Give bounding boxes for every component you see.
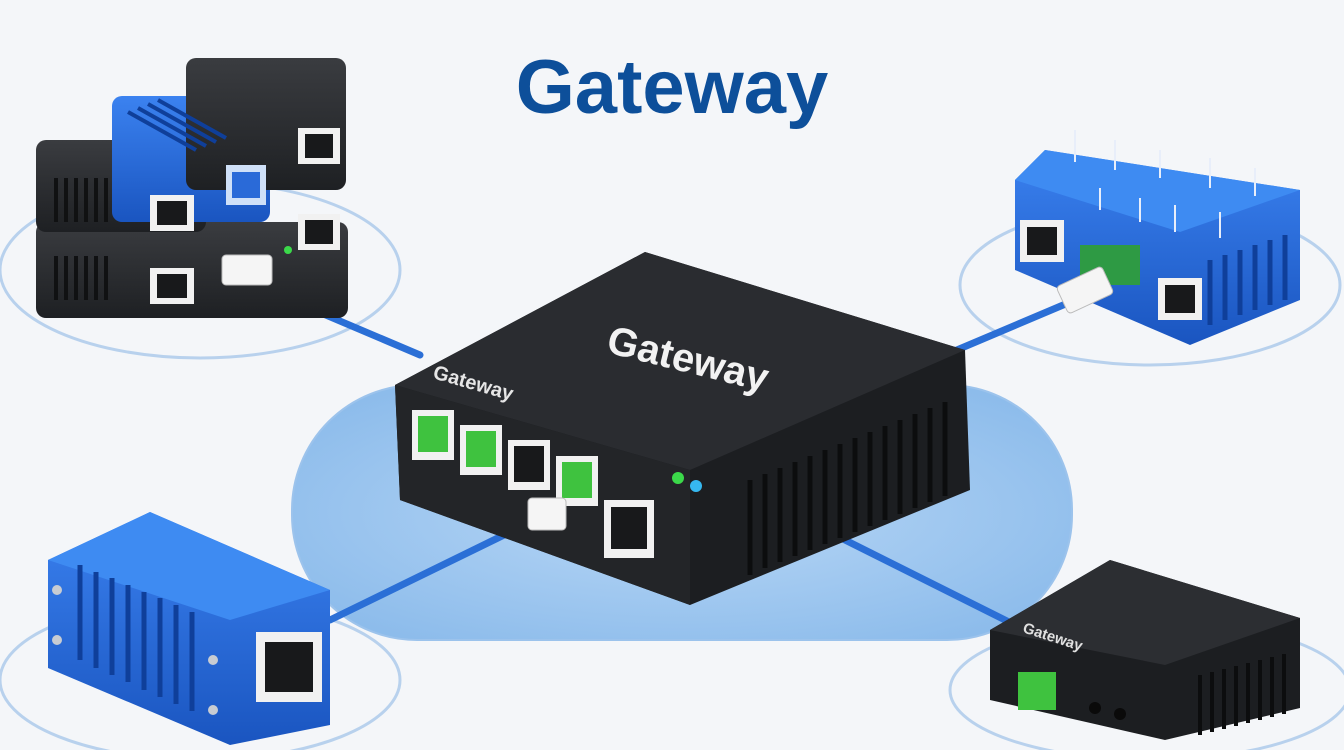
screw	[208, 705, 218, 715]
page-title: Gateway	[515, 45, 829, 130]
status-led	[284, 246, 292, 254]
top-right-blue-device	[1015, 130, 1300, 345]
bottom-right-small-gateway: Gateway	[990, 560, 1300, 740]
cable-top-right	[941, 296, 1079, 359]
cable-bottom-right	[831, 531, 1029, 634]
cable-connector	[527, 497, 567, 531]
bottom-left-blue-device	[48, 512, 330, 745]
hub-ports	[412, 410, 654, 558]
top-left-device-stack	[36, 58, 348, 318]
status-led-blue	[690, 480, 702, 492]
cable-connector	[221, 254, 273, 286]
status-led-green	[672, 472, 684, 484]
central-gateway-hub: Gateway Gateway	[395, 252, 970, 605]
port-hole	[1114, 708, 1126, 720]
screw	[52, 585, 62, 595]
screw	[208, 655, 218, 665]
cable-connector	[1056, 266, 1114, 314]
screw	[52, 635, 62, 645]
fiber-port	[1018, 672, 1056, 710]
port-hole	[1089, 702, 1101, 714]
